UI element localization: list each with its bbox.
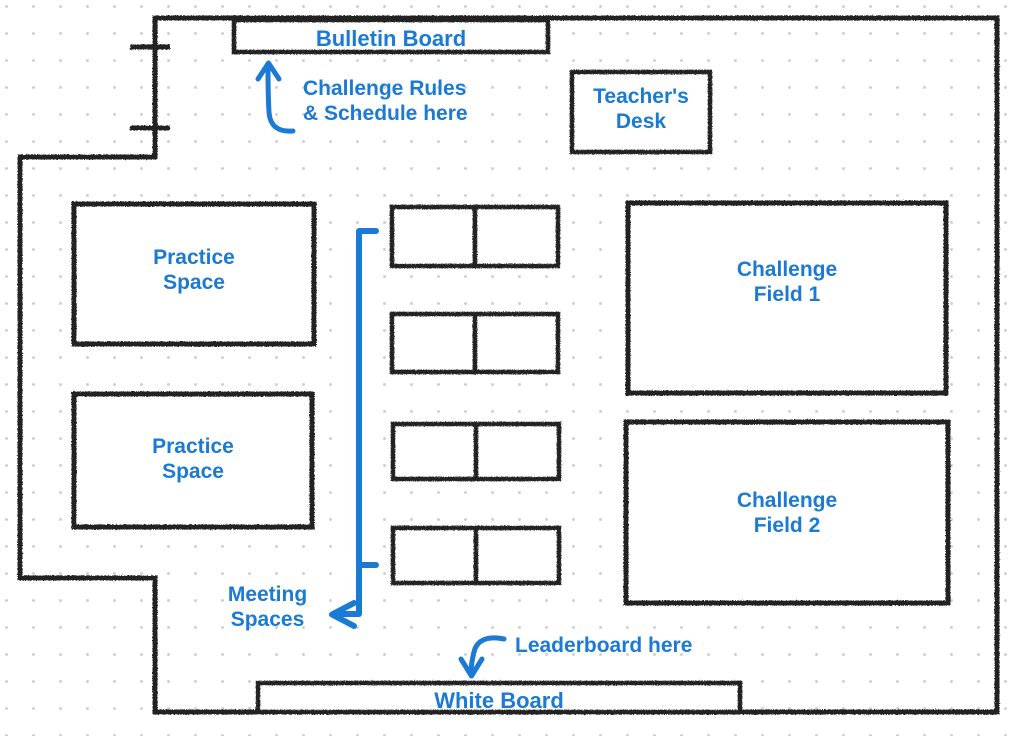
challenge-field-2-shape <box>623 419 951 606</box>
leaderboard-arrow-icon <box>458 635 507 679</box>
meeting-spaces-note: Meeting Spaces <box>227 583 308 632</box>
challenge-rules-note: Challenge Rules & Schedule here <box>303 77 468 126</box>
meeting-spaces-bracket-icon <box>329 228 379 629</box>
practice-space-2-shape <box>71 391 315 530</box>
meeting-table-pair-4 <box>390 525 562 586</box>
teachers-desk-shape <box>569 69 713 155</box>
meeting-table-pair-3 <box>390 421 562 482</box>
leaderboard-note: Leaderboard here <box>515 634 693 657</box>
room-walls <box>17 15 1000 715</box>
meeting-table-pair-1 <box>389 204 561 269</box>
white-board-shape <box>255 680 743 715</box>
practice-space-1-shape <box>71 201 317 347</box>
challenge-field-1-shape <box>625 200 949 396</box>
challenge-rules-arrow-icon <box>255 60 296 134</box>
bulletin-board-shape <box>231 17 551 55</box>
meeting-table-pair-2 <box>389 311 561 375</box>
